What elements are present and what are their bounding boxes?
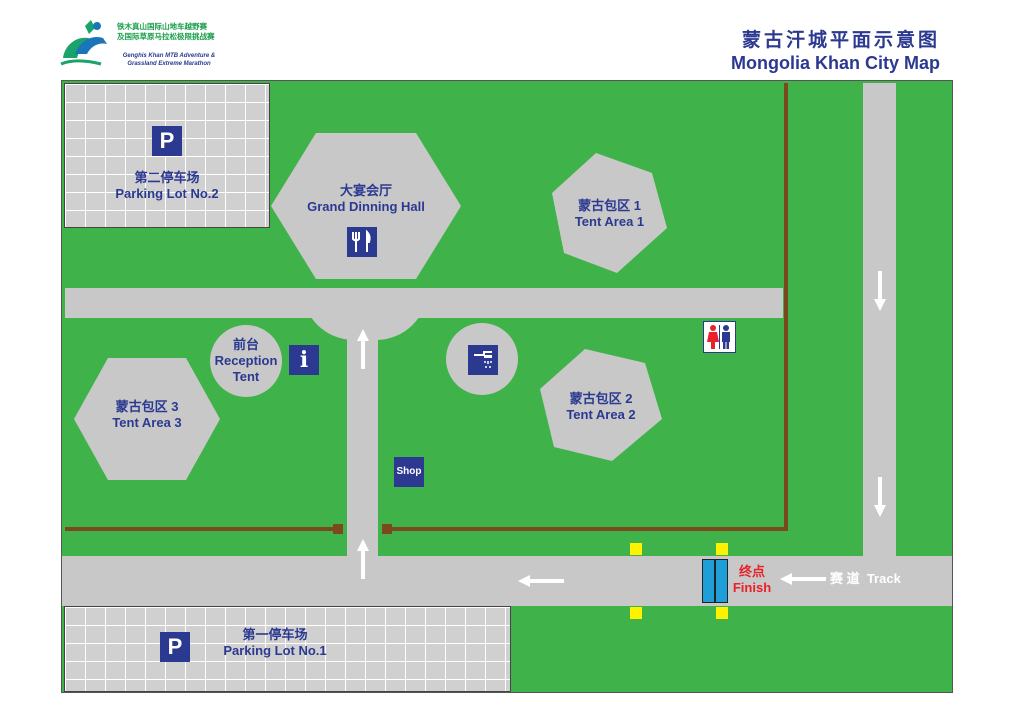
fence-east <box>784 83 788 529</box>
down-arrow-icon <box>874 271 886 311</box>
logo-text-cn-1: 铁木真山国际山地车越野赛 <box>117 22 207 31</box>
parking-lot-2-label-cn: 第二停车场 <box>134 170 200 185</box>
tent-area-3-label-en: Tent Area 3 <box>112 415 182 430</box>
tent-area-1-shape <box>552 153 667 273</box>
parking-lot-1-label-en: Parking Lot No.1 <box>223 643 327 658</box>
horse-rider-icon <box>60 20 107 66</box>
shower-icon <box>468 345 498 375</box>
logo-text-en-1: Genghis Khan MTB Adventure & <box>122 53 216 59</box>
left-arrow-icon <box>518 575 564 587</box>
tent-area-2-label-cn: 蒙古包区 2 <box>569 391 633 406</box>
map-title: 蒙古汗城平面示意图 Mongolia Khan City Map <box>731 30 940 74</box>
logo-text-cn-2: 及国际草原马拉松极限挑战赛 <box>117 32 215 41</box>
up-arrow-icon <box>357 329 369 369</box>
grand-dinning-hall-shape <box>271 133 461 279</box>
parking-icon: P <box>152 126 182 156</box>
parking-lot-2-label-en: Parking Lot No.2 <box>115 186 219 201</box>
finish-gate <box>702 559 728 603</box>
reception-label-en-2: Tent <box>232 369 260 384</box>
reception-label-cn: 前台 <box>232 337 259 352</box>
fence-south-right <box>386 527 788 531</box>
tent-area-2-label-en: Tent Area 2 <box>566 407 636 422</box>
parking-lot-1-label-cn: 第一停车场 <box>242 627 308 642</box>
up-arrow-icon <box>357 539 369 579</box>
grand-dinning-hall-label-cn: 大宴会厅 <box>339 183 392 198</box>
fence-south-left <box>65 527 340 531</box>
finish-label-en: Finish <box>732 580 772 595</box>
finish-marker-yellow <box>630 543 642 555</box>
shop-icon: Shop <box>394 457 424 487</box>
map-area: P 第二停车场 Parking Lot No.2 P 第一停车场 Parking… <box>61 80 953 693</box>
finish-marker-yellow <box>630 607 642 619</box>
parking-lot-2: P 第二停车场 Parking Lot No.2 <box>64 83 270 228</box>
finish-marker-yellow <box>716 543 728 555</box>
tent-area-3-label-cn: 蒙古包区 3 <box>115 399 179 414</box>
left-arrow-icon <box>780 573 826 585</box>
map-title-cn: 蒙古汗城平面示意图 <box>741 30 940 51</box>
tent-area-3-shape <box>74 358 220 480</box>
toilet-icon <box>703 321 736 353</box>
tent-area-1-label-en: Tent Area 1 <box>574 214 645 229</box>
tent-area-2-shape <box>540 349 662 461</box>
track-label: 赛 道 Track <box>830 571 901 586</box>
logo-text-en-2: Grassland Extreme Marathon <box>127 61 211 67</box>
parking-icon: P <box>160 632 190 662</box>
down-arrow-icon <box>874 477 886 517</box>
parking-lot-1: P 第一停车场 Parking Lot No.1 <box>64 606 511 692</box>
info-icon: i <box>289 345 319 375</box>
finish-label: 终点 Finish <box>726 564 778 596</box>
reception-label-en-1: Reception <box>214 353 278 368</box>
gate-post-left <box>333 524 343 534</box>
finish-marker-yellow <box>716 607 728 619</box>
tent-area-1-label-cn: 蒙古包区 1 <box>578 198 641 213</box>
event-logo: 铁木真山国际山地车越野赛 及国际草原马拉松极限挑战赛 Genghis Khan … <box>55 14 230 74</box>
gate-post-right <box>382 524 392 534</box>
grand-dinning-hall-label-en: Grand Dinning Hall <box>307 199 425 214</box>
finish-label-cn: 终点 <box>738 564 765 579</box>
map-title-en: Mongolia Khan City Map <box>731 53 940 73</box>
restaurant-icon <box>347 227 377 257</box>
reception-tent <box>210 325 282 397</box>
